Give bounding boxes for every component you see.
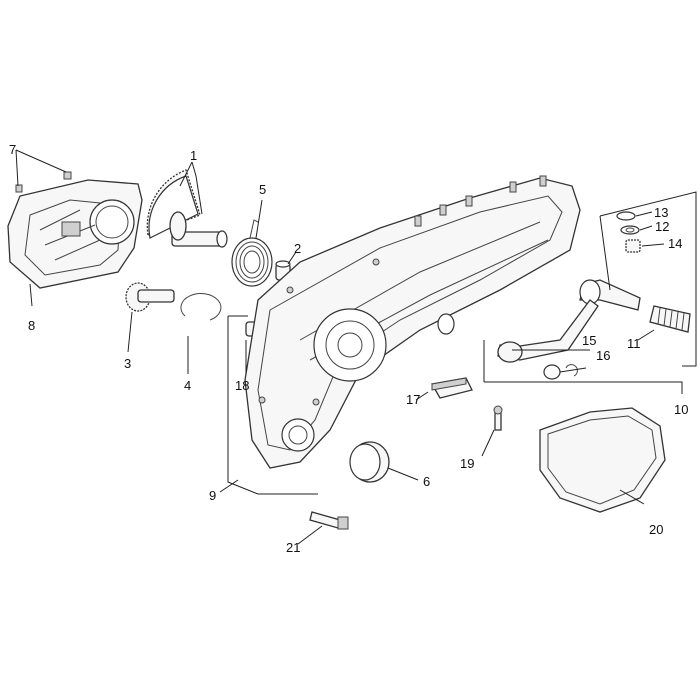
label-17: 17 xyxy=(406,392,420,407)
label-19: 19 xyxy=(460,456,474,471)
leader-lines xyxy=(15,149,697,545)
label-21: 21 xyxy=(286,540,300,555)
part-20-gasket xyxy=(539,407,666,513)
label-6: 6 xyxy=(423,474,430,489)
part-8-cover-plate xyxy=(7,179,143,289)
label-20: 20 xyxy=(649,522,663,537)
label-16: 16 xyxy=(596,348,610,363)
label-1: 1 xyxy=(190,148,197,163)
part-12-washer xyxy=(620,225,640,235)
part-1-sector-gear xyxy=(146,169,228,248)
part-3-pinion xyxy=(125,282,175,312)
part-11-grip xyxy=(649,305,691,333)
part-16-clip xyxy=(565,364,578,377)
part-13-washer xyxy=(616,211,636,221)
label-13: 13 xyxy=(654,205,668,220)
label-4: 4 xyxy=(184,378,191,393)
label-14: 14 xyxy=(668,236,682,251)
label-15: 15 xyxy=(582,333,596,348)
label-3: 3 xyxy=(124,356,131,371)
part-21-bolt xyxy=(309,511,349,530)
part-19-screw xyxy=(493,405,503,431)
part-7-screws xyxy=(15,171,72,193)
part-6-cap xyxy=(349,441,390,483)
part-10-kick-lever xyxy=(497,279,641,363)
part-14-spring xyxy=(625,239,641,253)
label-7: 7 xyxy=(9,142,16,157)
part-17-block xyxy=(430,377,473,399)
label-10: 10 xyxy=(674,402,688,417)
part-15-washer xyxy=(543,364,561,380)
part-5-spring xyxy=(231,219,273,287)
callout-labels: 7 1 5 2 8 3 4 18 9 6 21 17 19 15 16 11 1… xyxy=(9,142,688,555)
label-11: 11 xyxy=(627,336,641,351)
label-2: 2 xyxy=(294,241,301,256)
label-12: 12 xyxy=(655,219,669,234)
part-9-crankcase-cover xyxy=(244,175,581,469)
part-4-circlip xyxy=(180,293,222,321)
label-9: 9 xyxy=(209,488,216,503)
label-18: 18 xyxy=(235,378,249,393)
label-5: 5 xyxy=(259,182,266,197)
label-8: 8 xyxy=(28,318,35,333)
